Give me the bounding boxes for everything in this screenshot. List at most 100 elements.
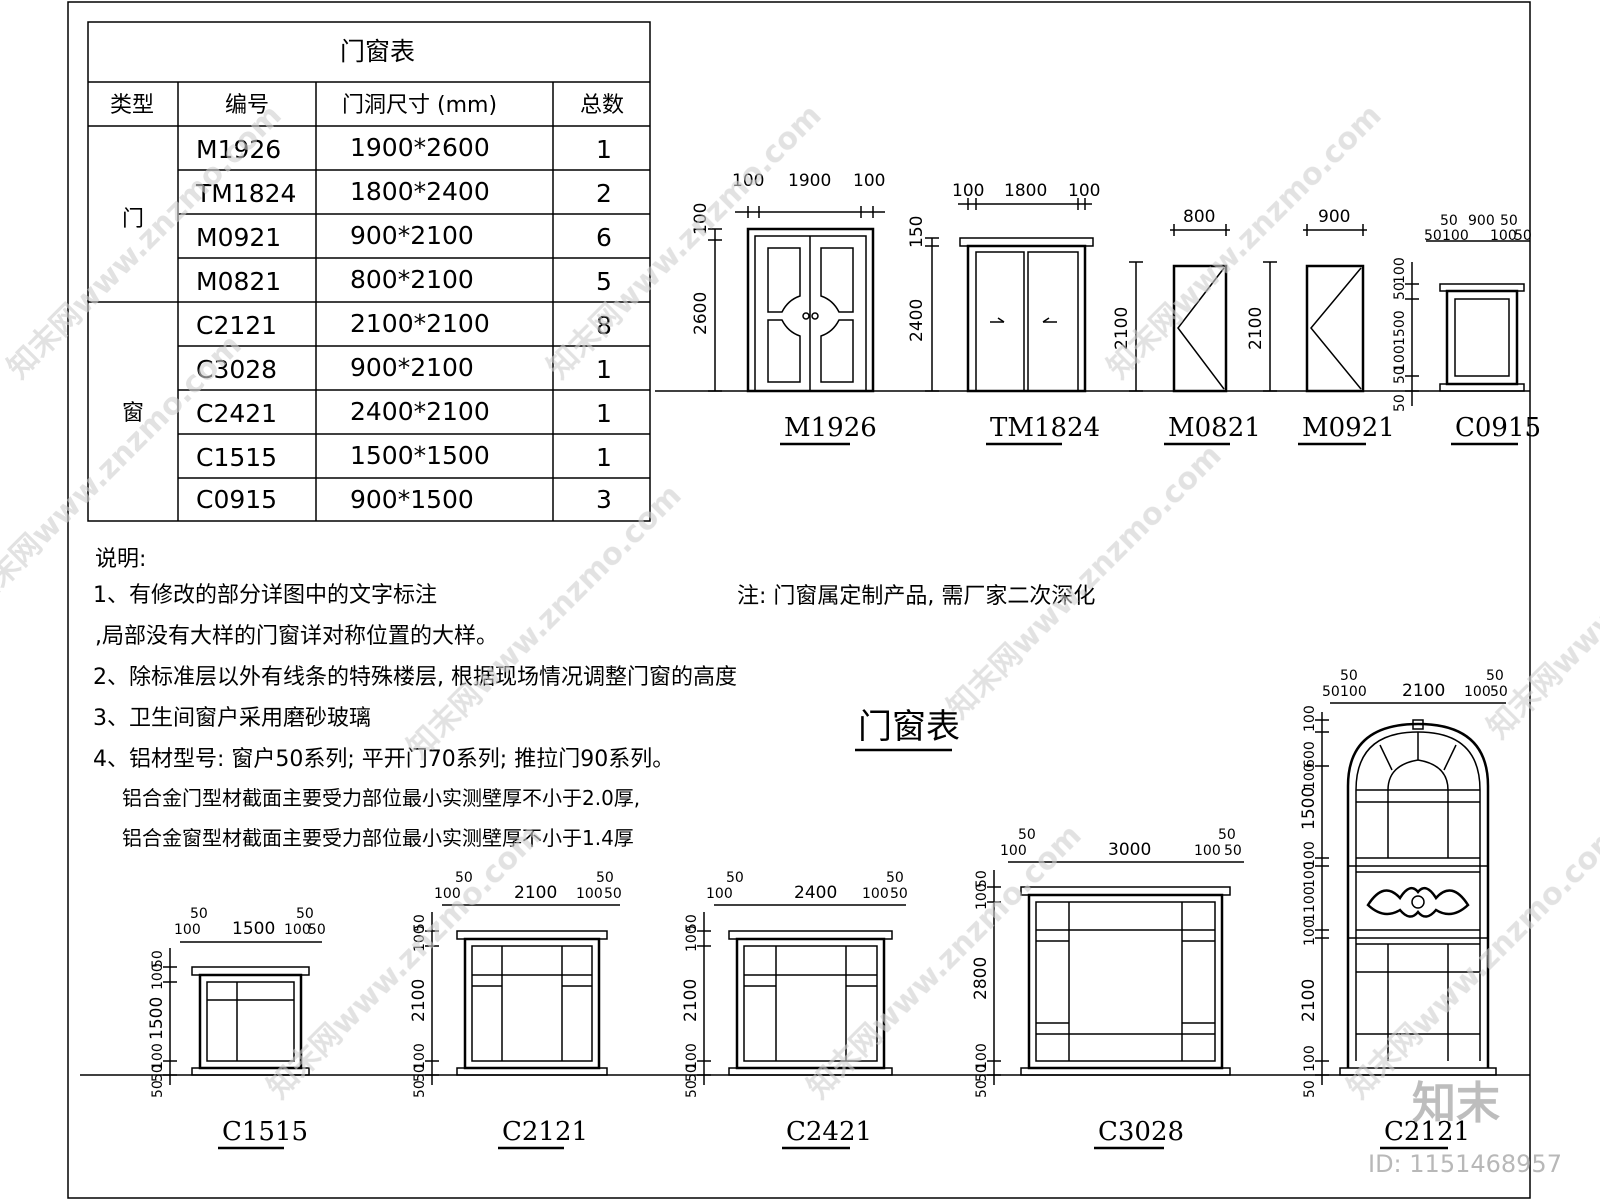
table-cell-size: 900*2100	[350, 353, 474, 382]
dim-label: 2100	[409, 979, 429, 1022]
dim-label: 2100	[514, 883, 557, 903]
dim-label: 100	[412, 925, 428, 952]
dim-label: 50	[150, 1080, 166, 1098]
dim-label: 2400	[907, 299, 927, 342]
elevation-c2421: 50 50 100 2400 100 50 50 100 2100 50 100…	[681, 870, 908, 1150]
table-cell-code: C3028	[196, 355, 277, 384]
dim-label: 50	[1218, 827, 1236, 843]
dim-label: 50	[150, 950, 166, 968]
dim-label: 50	[412, 1080, 428, 1098]
dim-label: 50	[886, 870, 904, 886]
dim-label: 100	[1442, 228, 1469, 244]
dim-label: 100	[1194, 843, 1221, 859]
table-cell-size: 1800*2400	[350, 177, 490, 206]
dim-label: 100	[952, 181, 984, 201]
dim-label: 100	[1302, 763, 1318, 790]
dim-label: 100	[412, 1043, 428, 1070]
table-cell-code: TM1824	[195, 179, 296, 208]
notes-line: 2、除标准层以外有线条的特殊楼层, 根据现场情况调整门窗的高度	[93, 665, 737, 690]
notes-heading: 说明:	[95, 547, 146, 572]
table-cell-size: 900*1500	[350, 485, 474, 514]
notes-block: 说明: 1、有修改的部分详图中的文字标注 ,局部没有大样的门窗详对称位置的大样。…	[93, 547, 737, 850]
dim-label: 2800	[971, 957, 991, 1000]
dim-label: 50	[150, 1064, 166, 1082]
remark-text: 注: 门窗属定制产品, 需厂家二次深化	[737, 584, 1095, 609]
dim-label: 100	[706, 886, 733, 902]
dim-label: 50	[1322, 684, 1340, 700]
table-cell-size: 1500*1500	[350, 441, 490, 470]
elevation-c2121-arched: 50 50 100 2100 50 100 50 100 600 100 150…	[1299, 668, 1508, 1150]
dim-label: 100	[150, 963, 166, 990]
table-cell-size: 900*2100	[350, 221, 474, 250]
notes-line: 铝合金窗型材截面主要受力部位最小实测壁厚不小于1.4厚	[122, 826, 634, 850]
dim-label: 50	[1490, 684, 1508, 700]
dim-label: 1500	[1299, 787, 1319, 830]
dim-label: 100	[1392, 257, 1408, 284]
dim-label: 50	[1500, 213, 1518, 229]
table-cell-count: 1	[596, 355, 612, 384]
table-cell-count: 6	[596, 223, 612, 252]
table-header-code: 编号	[225, 93, 269, 118]
elevation-label: C0915	[1455, 413, 1541, 443]
watermark-text: 知末网www.znzmo.com	[1481, 458, 1600, 746]
dim-label: 1500	[1392, 310, 1408, 346]
dim-label: 100	[150, 1043, 166, 1070]
dim-label: 2100	[1299, 979, 1319, 1022]
dim-label: 900	[1468, 213, 1495, 229]
watermark-id: ID: 1151468957	[1368, 1150, 1562, 1178]
watermark-text: 知末网www.znzmo.com	[541, 98, 829, 386]
elevation-label: C2121	[502, 1117, 588, 1147]
table-group-door: 门	[122, 207, 144, 232]
table-header-type: 类型	[110, 93, 154, 118]
dim-label: 50	[1486, 668, 1504, 684]
dim-label: 50	[455, 870, 473, 886]
elevation-c0915: 50 900 50 50 100 100 50 50 100 1500 50 1…	[1392, 213, 1541, 446]
elevation-label: M0921	[1302, 413, 1395, 443]
dim-label: 2100	[1402, 681, 1445, 701]
dim-label: 2600	[691, 292, 711, 335]
dim-label: 1500	[147, 997, 167, 1040]
dim-label: 50	[1302, 1080, 1318, 1098]
elevation-m0821: 800 2100 M0821	[1112, 207, 1261, 446]
elevation-label: C3028	[1098, 1117, 1184, 1147]
dim-label: 50	[1424, 228, 1442, 244]
watermark-text: 知末网www.znzmo.com	[261, 818, 549, 1106]
table-cell-count: 1	[596, 399, 612, 428]
dim-label: 100	[732, 171, 764, 191]
dim-label: 50	[684, 1064, 700, 1082]
dim-label: 50	[974, 870, 990, 888]
table-frame	[87, 21, 651, 522]
dim-label: 100	[974, 1043, 990, 1070]
elevation-label: M1926	[784, 413, 877, 443]
table-cell-count: 5	[596, 267, 612, 296]
dim-label: 100	[974, 883, 990, 910]
elevation-label: TM1824	[990, 413, 1100, 443]
elevation-label: C2421	[786, 1117, 872, 1147]
dim-label: 50	[684, 914, 700, 932]
elevation-label: M0821	[1168, 413, 1261, 443]
table-group-window: 窗	[122, 401, 144, 426]
notes-line: 3、卫生间窗户采用磨砂玻璃	[93, 706, 371, 731]
dim-label: 2100	[1112, 307, 1132, 350]
dim-label: 100	[284, 922, 311, 938]
door-window-table: 门窗表 类型 编号 门洞尺寸 (mm) 总数 门 窗 M1926 1900*26…	[87, 21, 651, 522]
dim-label: 100	[174, 922, 201, 938]
dim-label: 50	[596, 870, 614, 886]
table-cell-count: 8	[596, 311, 612, 340]
table-cell-code: C2421	[196, 399, 277, 428]
table-cell-size: 1900*2600	[350, 133, 490, 162]
dim-label: 50	[296, 906, 314, 922]
dim-label: 50	[726, 870, 744, 886]
dim-label: 100	[1302, 841, 1318, 868]
notes-line: ,局部没有大样的门窗详对称位置的大样。	[95, 624, 498, 649]
notes-line: 4、铝材型号: 窗户50系列; 平开门70系列; 推拉门90系列。	[93, 747, 674, 772]
table-cell-code: M1926	[196, 135, 281, 164]
dim-label: 100	[684, 925, 700, 952]
dim-label: 600	[1302, 741, 1318, 768]
watermark-logo: 知末	[1412, 1078, 1500, 1129]
dim-label: 3000	[1108, 840, 1151, 860]
watermark-text: 知末网www.znzmo.com	[801, 818, 1089, 1106]
elevation-c1515: 50 50 100 1500 100 50 50 100 1500 50 100…	[147, 906, 326, 1150]
watermark-text: 知末网www.znzmo.com	[941, 438, 1229, 726]
table-title: 门窗表	[340, 37, 415, 66]
